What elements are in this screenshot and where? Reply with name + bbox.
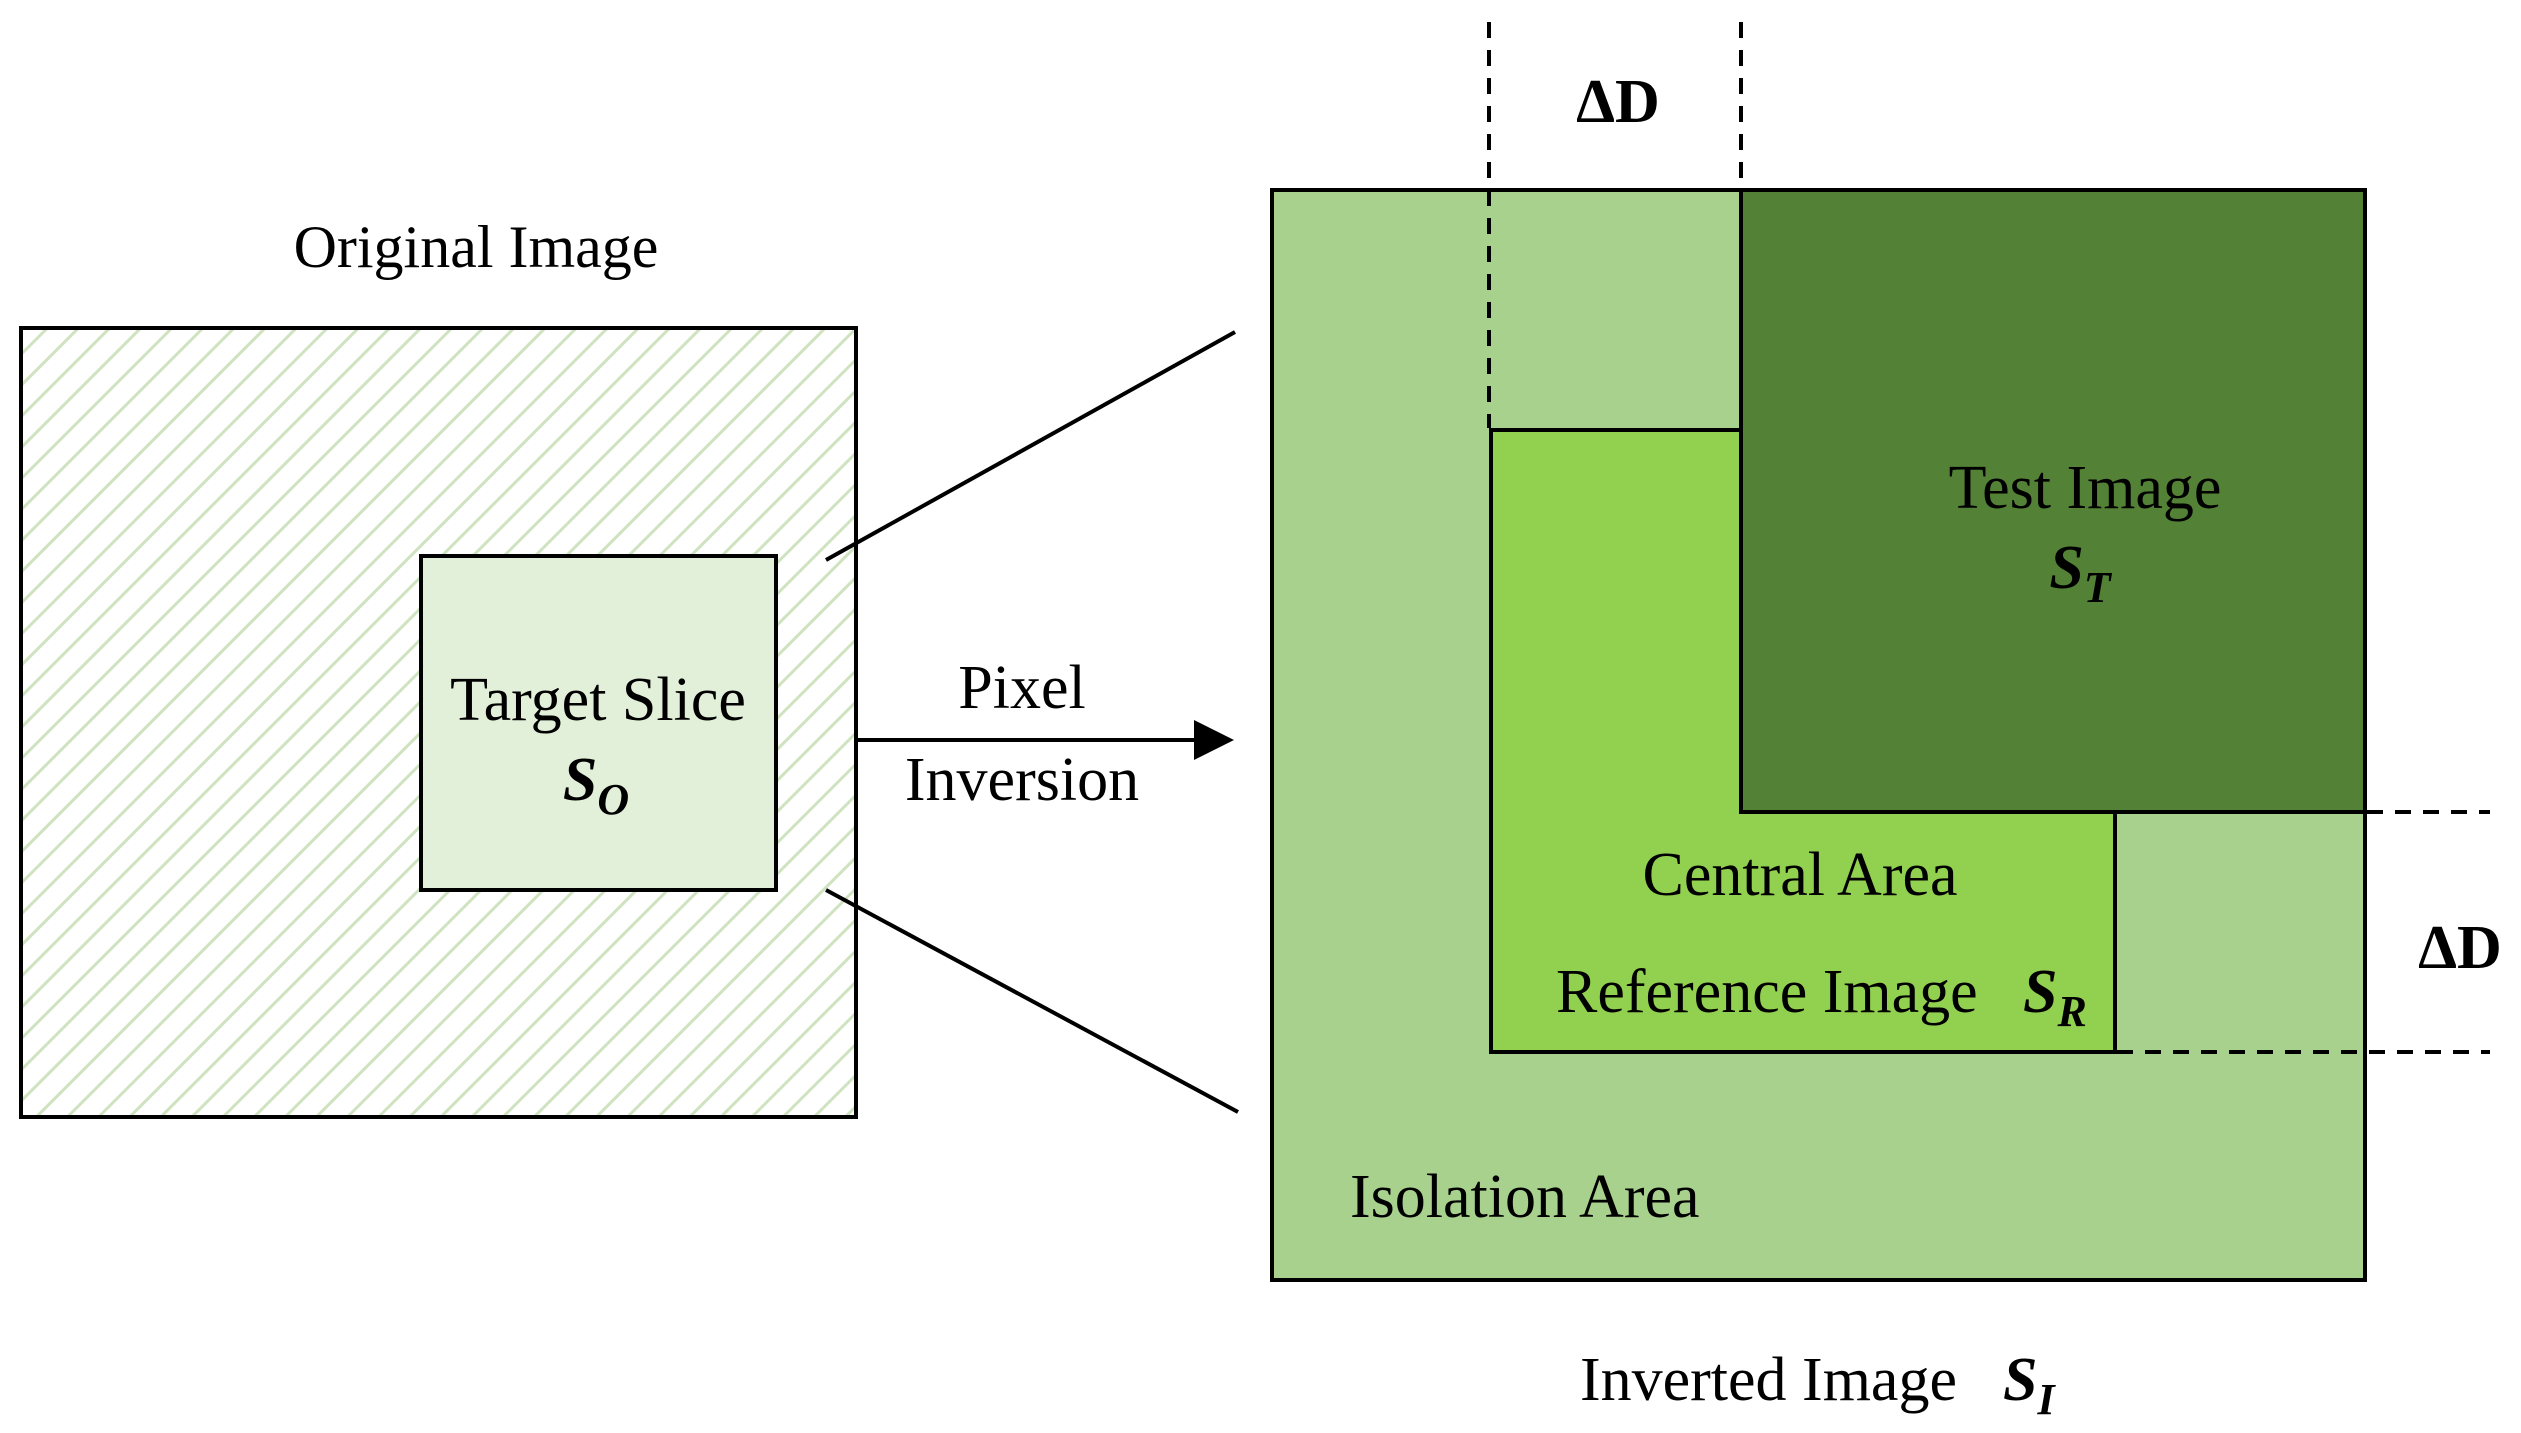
reference-image-symbol: SR [2023,958,2087,1036]
target-slice-label: Target Slice [450,666,746,734]
projection-line-bottom [825,888,1239,1114]
target-slice-box [419,554,778,892]
central-area-label: Central Area [1642,841,1957,909]
arrow-label-inversion: Inversion [905,746,1139,814]
target-slice-symbol: SO [563,746,629,824]
test-image-symbol: ST [2049,534,2112,612]
projection-line-top [825,330,1236,562]
test-image-box [1739,188,2367,814]
inverted-image-caption: Inverted Image [1580,1346,1957,1414]
reference-image-label: Reference Image [1556,958,1978,1026]
inverted-image-symbol: SI [2003,1346,2056,1424]
delta-top-label: ΔD [1576,68,1660,136]
original-image-title: Original Image [294,214,659,280]
test-image-label: Test Image [1949,454,2222,522]
isolation-area-label: Isolation Area [1350,1163,1700,1231]
arrow-label-pixel: Pixel [958,654,1085,722]
delta-right-label: ΔD [2418,914,2502,982]
